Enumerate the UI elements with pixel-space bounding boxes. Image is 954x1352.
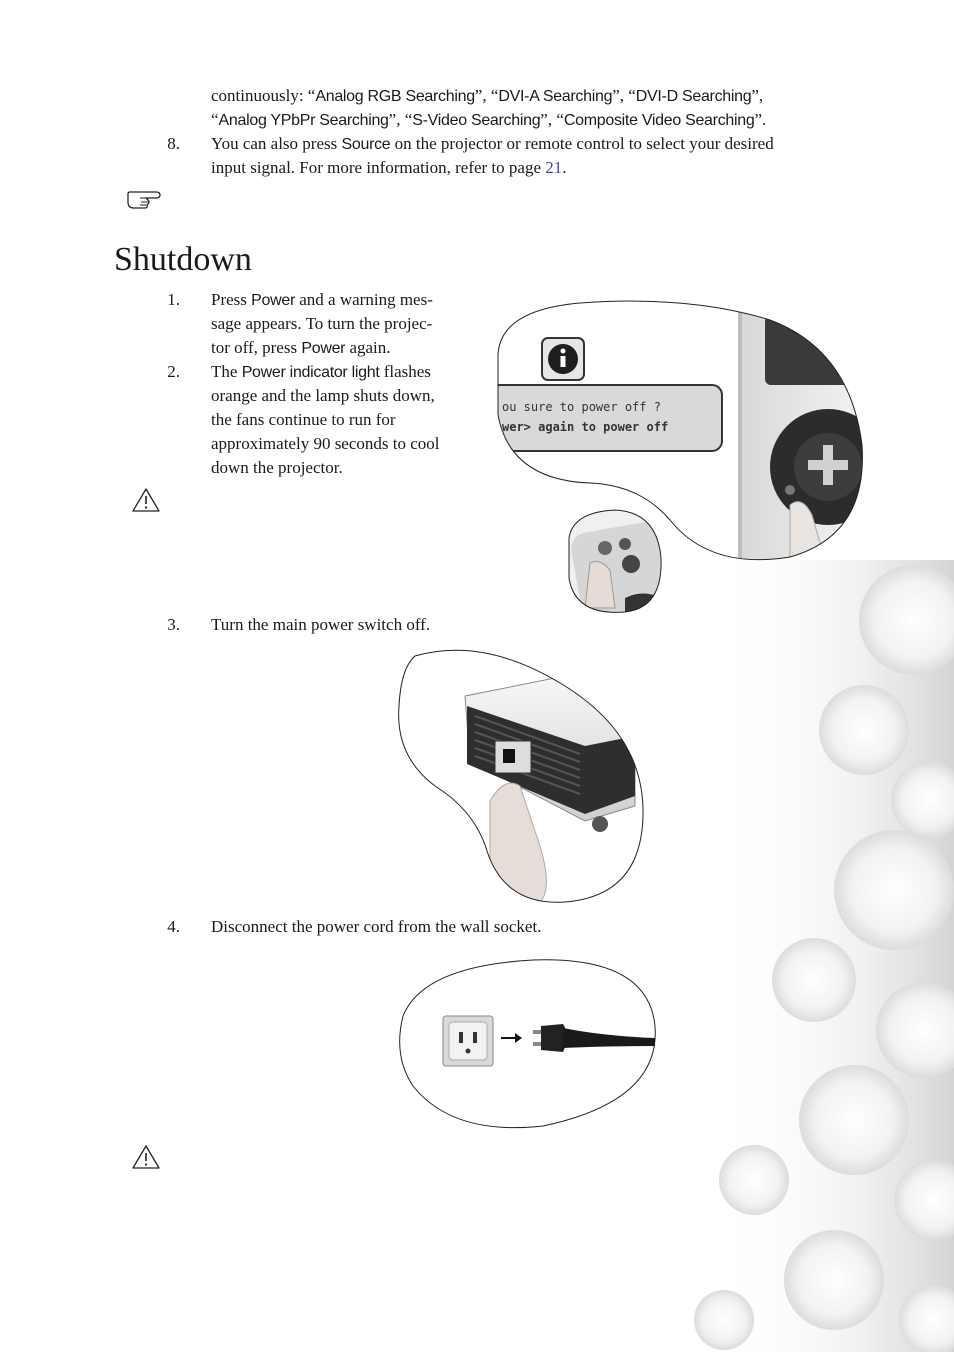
step-3-number: 3.	[167, 615, 180, 634]
step-2-line-2: orange and the lamp shuts down,	[211, 386, 435, 405]
text: ”, “	[612, 86, 636, 105]
text: input signal. For more information, refe…	[211, 158, 546, 177]
signal-analog-rgb: Analog RGB Searching	[315, 88, 475, 105]
signal-svideo: S-Video Searching	[412, 112, 541, 129]
section-title: Shutdown	[114, 241, 252, 278]
step-4-number: 4.	[167, 917, 180, 936]
unplug-power-cord-illustration	[399, 959, 656, 1129]
step-1-line-2: sage appears. To turn the projec-	[211, 314, 433, 333]
osd-message-line-1: ou sure to power off ?	[502, 400, 661, 414]
power-indicator-label: Power indicator light	[241, 364, 380, 381]
step-1-line-1: Press Power and a warning mes-	[211, 288, 481, 313]
step-8-line-2: input signal. For more information, refe…	[211, 156, 871, 180]
text: .	[562, 158, 567, 177]
step-8-number: 8.	[167, 134, 180, 153]
text: Press	[211, 290, 252, 309]
step-2-number: 2.	[167, 362, 180, 381]
projector-power-off-illustration: ou sure to power off ? wer> again to pow…	[497, 300, 863, 561]
step-4-text: Disconnect the power cord from the wall …	[211, 917, 542, 936]
step-1-number: 1.	[167, 290, 180, 309]
source-label: Source	[341, 136, 391, 153]
arrow-right-icon	[501, 1033, 522, 1043]
intro-line-2: “Analog YPbPr Searching”, “S-Video Searc…	[211, 108, 871, 133]
page-reference-link[interactable]: 21	[545, 158, 563, 177]
osd-message-line-2: wer> again to power off	[502, 420, 668, 434]
power-label: Power	[251, 292, 296, 309]
power-plug-image	[533, 1024, 655, 1052]
power-label: Power	[301, 340, 346, 357]
text: ”, “	[474, 86, 499, 105]
info-icon	[541, 337, 585, 381]
text: tor off, press	[211, 338, 302, 357]
text: ”, “	[540, 110, 564, 129]
text: ”,	[751, 86, 764, 105]
text: continuously: “	[211, 86, 316, 105]
signal-composite: Composite Video Searching	[563, 112, 755, 129]
step-8-line-1: You can also press Source on the project…	[211, 132, 871, 157]
text: “	[211, 110, 219, 129]
step-2-line-5: down the projector.	[211, 458, 343, 477]
signal-dvi-a: DVI-A Searching	[498, 88, 613, 105]
text: The	[211, 362, 242, 381]
text: ”, “	[388, 110, 413, 129]
step-2-line-1: The Power indicator light flashes	[211, 360, 481, 385]
signal-dvi-d: DVI-D Searching	[635, 88, 752, 105]
text: flashes	[379, 362, 431, 381]
warning-icon	[132, 1145, 160, 1169]
warning-icon	[132, 488, 160, 512]
remote-control-illustration	[568, 509, 662, 613]
step-2-line-4: approximately 90 seconds to cool	[211, 434, 440, 453]
text: and a warning mes-	[295, 290, 433, 309]
step-1-line-3: tor off, press Power again.	[211, 336, 481, 361]
text: ”.	[754, 110, 767, 129]
pointing-hand-icon	[127, 191, 161, 209]
text: You can also press	[211, 134, 342, 153]
text: on the projector or remote control to se…	[390, 134, 774, 153]
projector-power-switch-illustration	[398, 649, 644, 903]
text: again.	[345, 338, 391, 357]
intro-line-1: continuously: “Analog RGB Searching”, “D…	[211, 84, 871, 109]
step-3-text: Turn the main power switch off.	[211, 615, 431, 634]
wall-socket-image	[442, 1015, 494, 1067]
signal-ypbpr: Analog YPbPr Searching	[218, 112, 389, 129]
step-2-line-3: the fans continue to run for	[211, 410, 396, 429]
